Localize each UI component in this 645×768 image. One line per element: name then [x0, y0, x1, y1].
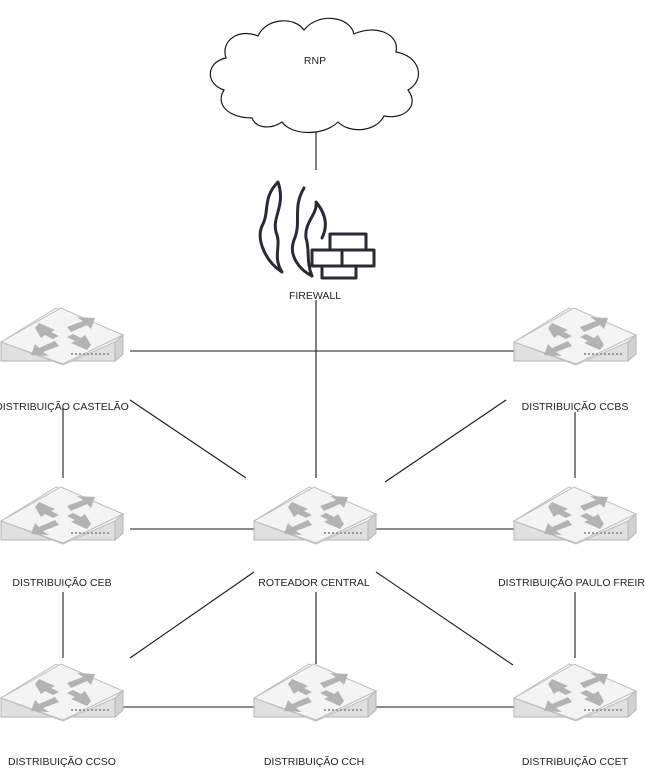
connections: [62, 132, 576, 708]
switch-ccso: [0, 663, 124, 722]
router-switch-icon: [0, 486, 124, 545]
paulo-freire-label: DISTRIBUIÇÃO PAULO FREIRE: [498, 576, 645, 589]
link-central-ccso: [129, 571, 255, 659]
switch-ccbs: [513, 307, 637, 366]
ccet-label: DISTRIBUIÇÃO CCET: [522, 755, 629, 768]
router-switch-icon: [513, 486, 637, 545]
cloud-icon: [209, 17, 419, 133]
firewall-icon: [258, 180, 376, 280]
router-switch-icon: [0, 663, 124, 722]
switch-castelao: [0, 307, 124, 366]
link-castelao-central: [129, 399, 247, 479]
switch-paulo-freire: [513, 486, 637, 545]
link-central-ccet: [375, 571, 514, 666]
router-switch-icon: [253, 486, 377, 545]
switch-ceb: [0, 486, 124, 545]
router-switch-icon: [513, 663, 637, 722]
central-label: ROTEADOR CENTRAL: [258, 577, 370, 589]
ccbs-label: DISTRIBUIÇÃO CCBS: [522, 400, 629, 413]
ceb-label: DISTRIBUIÇÃO CEB: [12, 576, 111, 589]
cch-label: DISTRIBUIÇÃO CCH: [264, 755, 364, 768]
rnp-label: RNP: [304, 55, 326, 67]
switch-ccet: [513, 663, 637, 722]
link-ccbs-central: [384, 399, 507, 483]
castelao-label: DISTRIBUIÇÃO CASTELÃO: [0, 400, 129, 413]
firewall-label: FIREWALL: [289, 290, 341, 302]
switch-central: [253, 486, 377, 545]
router-switch-icon: [253, 663, 377, 722]
router-switch-icon: [0, 307, 124, 366]
switch-cch: [253, 663, 377, 722]
router-switch-icon: [513, 307, 637, 366]
ccso-label: DISTRIBUIÇÃO CCSO: [8, 755, 116, 768]
